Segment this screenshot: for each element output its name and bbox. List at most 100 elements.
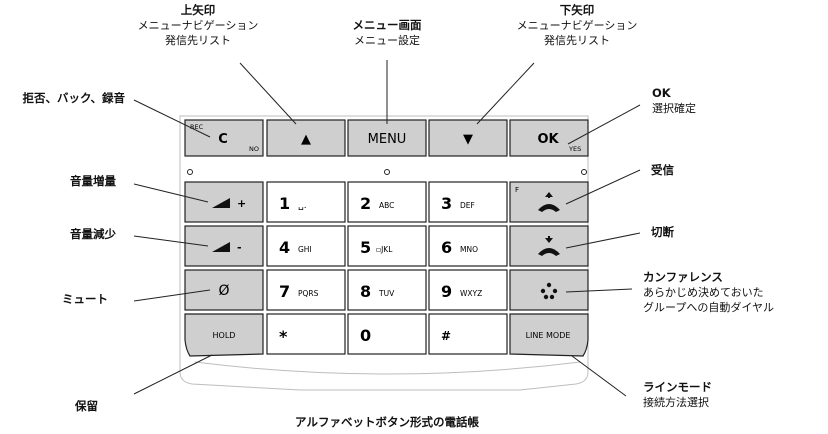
- c-key[interactable]: REC C NO: [184, 119, 264, 157]
- c-key-label: C: [218, 132, 228, 147]
- key-4[interactable]: 4 GHI: [266, 225, 346, 267]
- svg-text:+: +: [237, 197, 246, 210]
- hold-key[interactable]: HOLD: [184, 313, 264, 357]
- f-key-label: F: [515, 186, 519, 194]
- label-answer-title: 受信: [651, 163, 674, 177]
- menu-key[interactable]: MENU: [347, 119, 427, 157]
- key-5[interactable]: 5 ▫JKL: [347, 225, 427, 267]
- indicator-dot-center: [384, 169, 390, 175]
- svg-text:3: 3: [441, 194, 452, 213]
- svg-text:2: 2: [360, 194, 371, 213]
- label-up-arrow: 上矢印 メニューナビゲーション 発信先リスト: [138, 3, 259, 48]
- down-arrow-icon: ▼: [463, 132, 473, 147]
- svg-text:9: 9: [441, 282, 452, 301]
- volume-up-key[interactable]: +: [184, 181, 264, 223]
- svg-text:4: 4: [279, 238, 290, 257]
- svg-text:*: *: [279, 327, 288, 346]
- up-arrow-icon: ▲: [301, 132, 311, 147]
- hangup-call-icon: [538, 236, 560, 256]
- label-up-arrow-title: 上矢印: [180, 3, 216, 17]
- label-hold-title: 保留: [75, 399, 98, 413]
- label-ok: OK 選択確定: [652, 86, 696, 116]
- svg-text:0: 0: [360, 326, 371, 345]
- svg-text:MNO: MNO: [460, 245, 478, 254]
- c-key-no-label: NO: [249, 145, 259, 153]
- label-mute-title: ミュート: [62, 292, 108, 306]
- label-mute: ミュート: [62, 292, 108, 307]
- key-0[interactable]: 0: [347, 313, 427, 355]
- key-9[interactable]: 9 WXYZ: [428, 269, 508, 311]
- volume-down-icon: [212, 242, 230, 252]
- indicator-dot-left: [187, 169, 193, 175]
- conference-icon: [540, 282, 558, 300]
- hold-key-label: HOLD: [213, 331, 236, 340]
- label-up-arrow-line2: 発信先リスト: [165, 34, 231, 47]
- key-hash[interactable]: #: [428, 313, 508, 355]
- keypad-outline: [179, 115, 589, 391]
- label-down-arrow-title: 下矢印: [559, 3, 595, 17]
- menu-key-label: MENU: [368, 132, 407, 147]
- label-reject: 拒否、バック、録音: [23, 91, 125, 106]
- keypad-bottom-curve: [194, 361, 581, 375]
- ok-key-label: OK: [537, 132, 559, 147]
- conference-key[interactable]: [509, 269, 589, 311]
- svg-text:GHI: GHI: [298, 245, 312, 254]
- svg-text:#: #: [441, 329, 451, 343]
- caption: アルファベットボタン形式の電話帳: [295, 415, 479, 430]
- caption-text: アルファベットボタン形式の電話帳: [295, 415, 479, 429]
- svg-text:▫JKL: ▫JKL: [376, 245, 393, 254]
- label-hangup-title: 切断: [651, 225, 674, 239]
- svg-text:ABC: ABC: [379, 201, 394, 210]
- label-hangup: 切断: [651, 225, 674, 240]
- key-6[interactable]: 6 MNO: [428, 225, 508, 267]
- label-line-mode-line1: 接続方法選択: [643, 396, 709, 409]
- label-menu-line1: メニュー設定: [354, 34, 420, 47]
- key-1[interactable]: 1 ␣.: [266, 181, 346, 223]
- ok-key-yes-label: YES: [568, 145, 581, 153]
- svg-text:6: 6: [441, 238, 452, 257]
- label-conference-line1: あらかじめ決めておいた: [643, 286, 764, 299]
- ok-key[interactable]: OK YES: [509, 119, 589, 157]
- key-7[interactable]: 7 PQRS: [266, 269, 346, 311]
- key-3[interactable]: 3 DEF: [428, 181, 508, 223]
- c-key-rec-label: REC: [190, 123, 204, 131]
- key-2[interactable]: 2 ABC: [347, 181, 427, 223]
- answer-key[interactable]: F: [509, 181, 589, 223]
- label-down-arrow: 下矢印 メニューナビゲーション 発信先リスト: [517, 3, 638, 48]
- label-volume-up-title: 音量増量: [70, 174, 116, 188]
- line-mode-key-label: LINE MODE: [526, 331, 571, 340]
- svg-text:WXYZ: WXYZ: [460, 289, 482, 298]
- label-menu: メニュー画面 メニュー設定: [353, 18, 422, 48]
- svg-text:TUV: TUV: [378, 289, 395, 298]
- answer-call-icon: [538, 192, 560, 212]
- svg-text:PQRS: PQRS: [298, 289, 319, 298]
- up-arrow-key[interactable]: ▲: [266, 119, 346, 157]
- volume-up-icon: [212, 198, 230, 208]
- label-menu-title: メニュー画面: [352, 18, 422, 32]
- svg-text:7: 7: [279, 282, 290, 301]
- svg-text:5: 5: [360, 238, 371, 257]
- label-line-mode-title: ラインモード: [643, 380, 712, 394]
- volume-down-key[interactable]: -: [184, 225, 264, 267]
- svg-text:8: 8: [360, 282, 371, 301]
- label-volume-down-title: 音量減少: [70, 227, 116, 241]
- label-conference-title: カンファレンス: [643, 270, 723, 284]
- label-up-arrow-line1: メニューナビゲーション: [137, 19, 259, 32]
- svg-text:1: 1: [279, 194, 290, 213]
- key-star[interactable]: *: [266, 313, 346, 355]
- label-down-arrow-line2: 発信先リスト: [544, 34, 610, 47]
- label-down-arrow-line1: メニューナビゲーション: [516, 19, 638, 32]
- label-volume-up: 音量増量: [70, 174, 116, 189]
- mute-key[interactable]: Ø: [184, 269, 264, 311]
- down-arrow-key[interactable]: ▼: [428, 119, 508, 157]
- indicator-dot-right: [581, 169, 587, 175]
- line-mode-key[interactable]: LINE MODE: [509, 313, 589, 357]
- label-hold: 保留: [75, 399, 98, 414]
- leader-lines: [133, 60, 641, 397]
- key-8[interactable]: 8 TUV: [347, 269, 427, 311]
- label-ok-title: OK: [652, 86, 671, 100]
- label-line-mode: ラインモード 接続方法選択: [643, 380, 712, 410]
- svg-text:DEF: DEF: [460, 201, 475, 210]
- label-conference: カンファレンス あらかじめ決めておいた グループへの自動ダイヤル: [643, 270, 774, 315]
